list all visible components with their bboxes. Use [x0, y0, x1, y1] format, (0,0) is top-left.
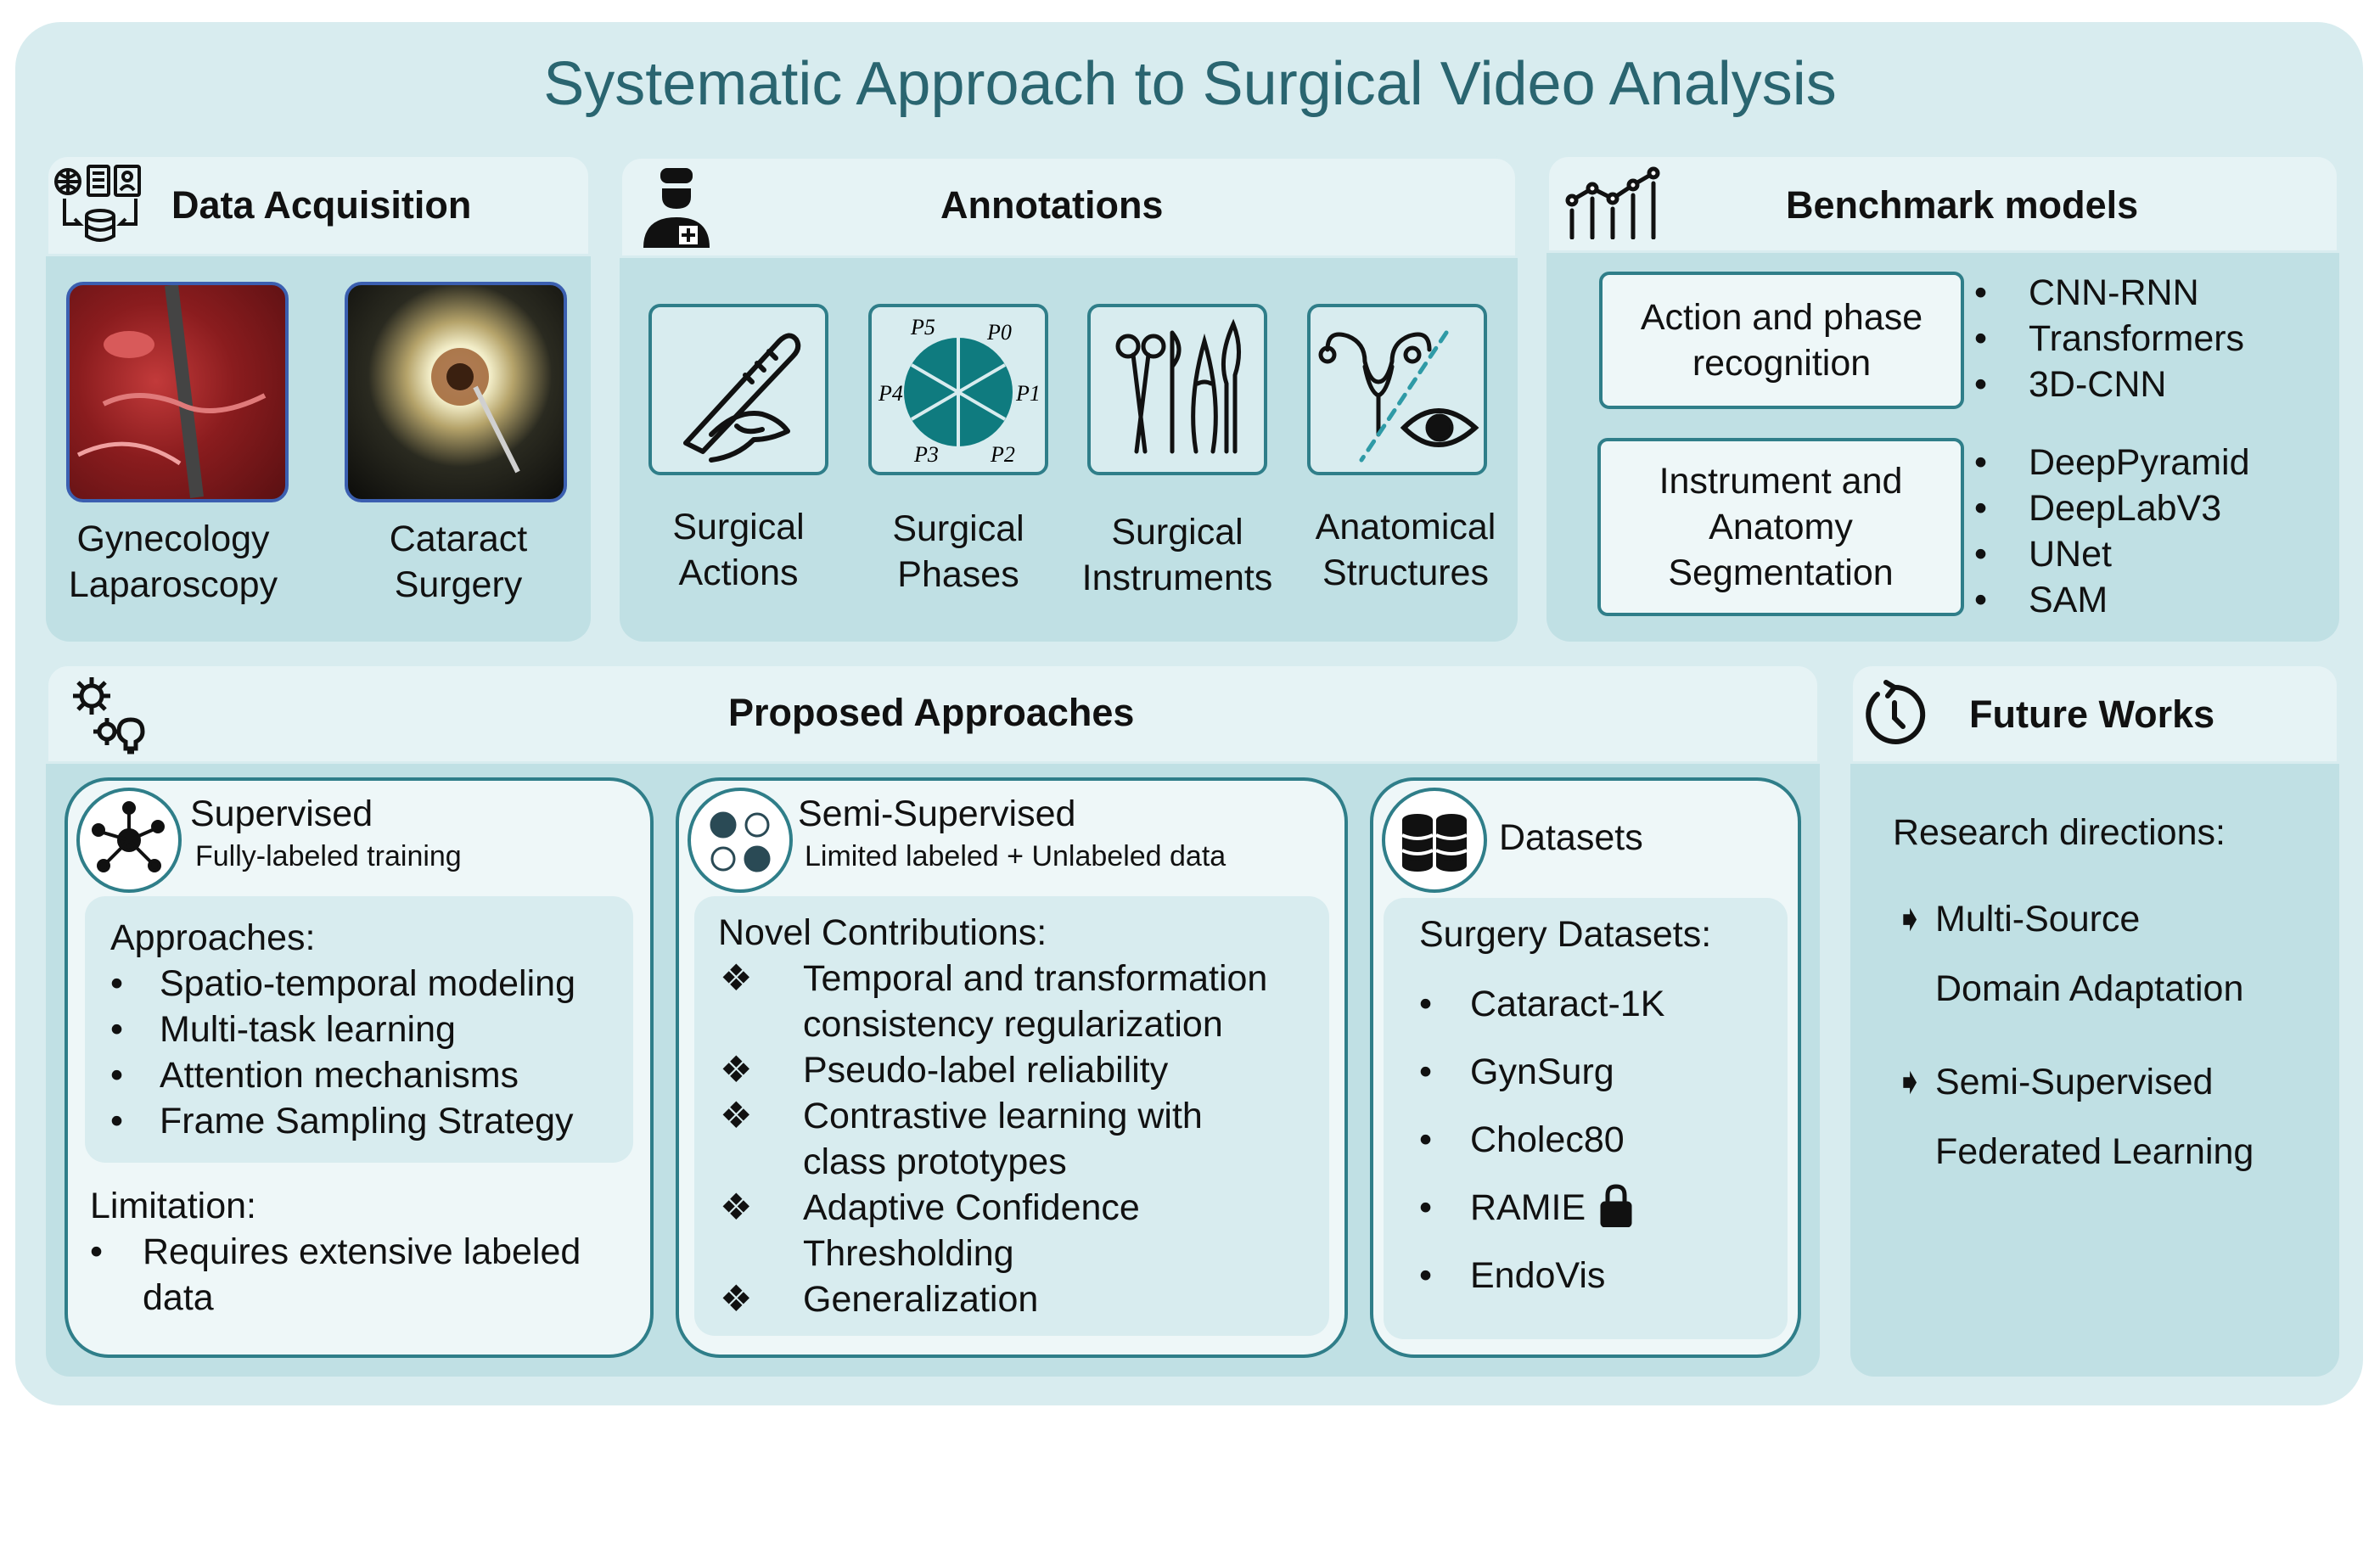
future-item-line-1: Semi-Supervised [1935, 1062, 2214, 1102]
phase-label-p3: P3 [913, 442, 939, 467]
surgical-phases-box: P0 P1 P2 P3 P4 P5 [868, 304, 1048, 475]
contribution-line: Contrastive learning with [803, 1096, 1203, 1136]
contribution-line: class prototypes [803, 1141, 1067, 1182]
diamond-bullet-icon: ❖ [720, 1096, 753, 1136]
data-acquisition-icon [53, 161, 146, 251]
diamond-bullet-icon: ❖ [720, 1279, 753, 1320]
diagram-title: Systematic Approach to Surgical Video An… [543, 50, 1837, 118]
dataset-item: • [1419, 1187, 1433, 1228]
approach-item-label: Attention mechanisms [160, 1055, 519, 1096]
approach-item: • [110, 963, 124, 1004]
phase-label-p1: P1 [1015, 381, 1041, 406]
limitation-bullet: • [90, 1231, 104, 1272]
proposed-title: Proposed Approaches [728, 691, 1135, 734]
diamond-bullet-icon: ❖ [720, 1187, 753, 1228]
diamond-bullet-icon: ❖ [720, 958, 753, 999]
surgery-datasets-heading: Surgery Datasets: [1419, 914, 1712, 955]
network-icon [76, 788, 182, 893]
recognition-models-list: CNN-RNN Transformers 3D-CNN [1974, 270, 2244, 407]
future-item-line-2: Federated Learning [1935, 1131, 2254, 1172]
anatomical-structures-box [1307, 304, 1487, 475]
dataset-item-label: Cataract-1K [1470, 984, 1665, 1024]
novel-contributions-box [694, 896, 1329, 1336]
contribution-line: Pseudo-label reliability [803, 1050, 1169, 1091]
dataset-item: • [1419, 1119, 1433, 1160]
dataset-item: • [1419, 1255, 1433, 1296]
chart-trend-icon [1563, 166, 1665, 240]
contributions-heading: Novel Contributions: [718, 912, 1047, 953]
phase-label-p0: P0 [986, 320, 1012, 345]
approaches-heading: Approaches: [110, 917, 316, 958]
future-works-title: Future Works [1969, 693, 2215, 736]
contribution-line: consistency regularization [803, 1004, 1223, 1045]
datasets-title: Datasets [1499, 817, 1643, 858]
approach-item-label: Spatio-temporal modeling [160, 963, 575, 1004]
dataset-item-label: EndoVis [1470, 1255, 1606, 1296]
phase-label-p4: P4 [878, 381, 903, 406]
dots-icon [688, 788, 793, 893]
approach-item: • [110, 1101, 124, 1141]
surgery-datasets-box [1384, 898, 1788, 1339]
dataset-item: • [1419, 984, 1433, 1024]
limitation-line-1: Requires extensive labeled [143, 1231, 581, 1272]
supervised-subtitle: Fully-labeled training [195, 840, 462, 872]
clock-icon [1859, 679, 1930, 750]
scalpel-hand-icon [683, 333, 801, 463]
benchmark-title: Benchmark models [1786, 183, 2139, 227]
semi-supervised-subtitle: Limited labeled + Unlabeled data [805, 840, 1226, 872]
limitation-heading: Limitation: [90, 1186, 256, 1226]
semi-supervised-title: Semi-Supervised [798, 794, 1076, 834]
dataset-item-label: GynSurg [1470, 1052, 1614, 1092]
supervised-title: Supervised [190, 794, 373, 834]
instruments-icon [1115, 318, 1241, 454]
arrow-bullet-icon: ➧ [1894, 899, 1926, 939]
proposed-header [46, 664, 1820, 764]
gynecology-laparoscopy-image [66, 282, 289, 502]
database-icon [1382, 788, 1487, 893]
future-item-line-2: Domain Adaptation [1935, 968, 2244, 1009]
future-works-header [1850, 664, 2339, 764]
approach-item-label: Multi-task learning [160, 1009, 456, 1050]
approach-item: • [110, 1055, 124, 1096]
uterus-eye-icon [1318, 330, 1479, 463]
dataset-item: • [1419, 1052, 1433, 1092]
future-works-panel [1850, 664, 2339, 1377]
diamond-bullet-icon: ❖ [720, 1050, 753, 1091]
phase-label-p2: P2 [990, 442, 1015, 467]
lock-icon [1599, 1183, 1633, 1228]
contribution-line: Thresholding [803, 1233, 1014, 1274]
gears-bulb-icon [66, 672, 151, 757]
annotations-header [620, 156, 1518, 258]
approach-item: • [110, 1009, 124, 1050]
research-directions-heading: Research directions: [1893, 812, 2226, 853]
limitation-line-2: data [143, 1277, 214, 1318]
contribution-line: Adaptive Confidence [803, 1187, 1140, 1228]
benchmark-header [1546, 154, 2339, 253]
data-acquisition-title: Data Acquisition [171, 183, 472, 227]
approach-item-label: Frame Sampling Strategy [160, 1101, 574, 1141]
contribution-line: Temporal and transformation [803, 958, 1268, 999]
segmentation-models-list: DeepPyramid DeepLabV3 UNet SAM [1974, 440, 2250, 623]
future-item-line-1: Multi-Source [1935, 899, 2141, 939]
phase-pie-icon: P0 P1 P2 P3 P4 P5 [878, 315, 1041, 467]
dataset-item-label: Cholec80 [1470, 1119, 1625, 1160]
surgeon-icon [638, 163, 715, 251]
supervised-approaches-box [85, 896, 633, 1163]
dataset-item-label: RAMIE [1470, 1187, 1586, 1228]
surgical-actions-box [648, 304, 828, 475]
surgical-instruments-box [1087, 304, 1267, 475]
arrow-bullet-icon: ➧ [1894, 1062, 1926, 1102]
contribution-line: Generalization [803, 1279, 1039, 1320]
annotations-title: Annotations [940, 183, 1164, 227]
cataract-surgery-image [345, 282, 567, 502]
phase-label-p5: P5 [910, 315, 935, 339]
